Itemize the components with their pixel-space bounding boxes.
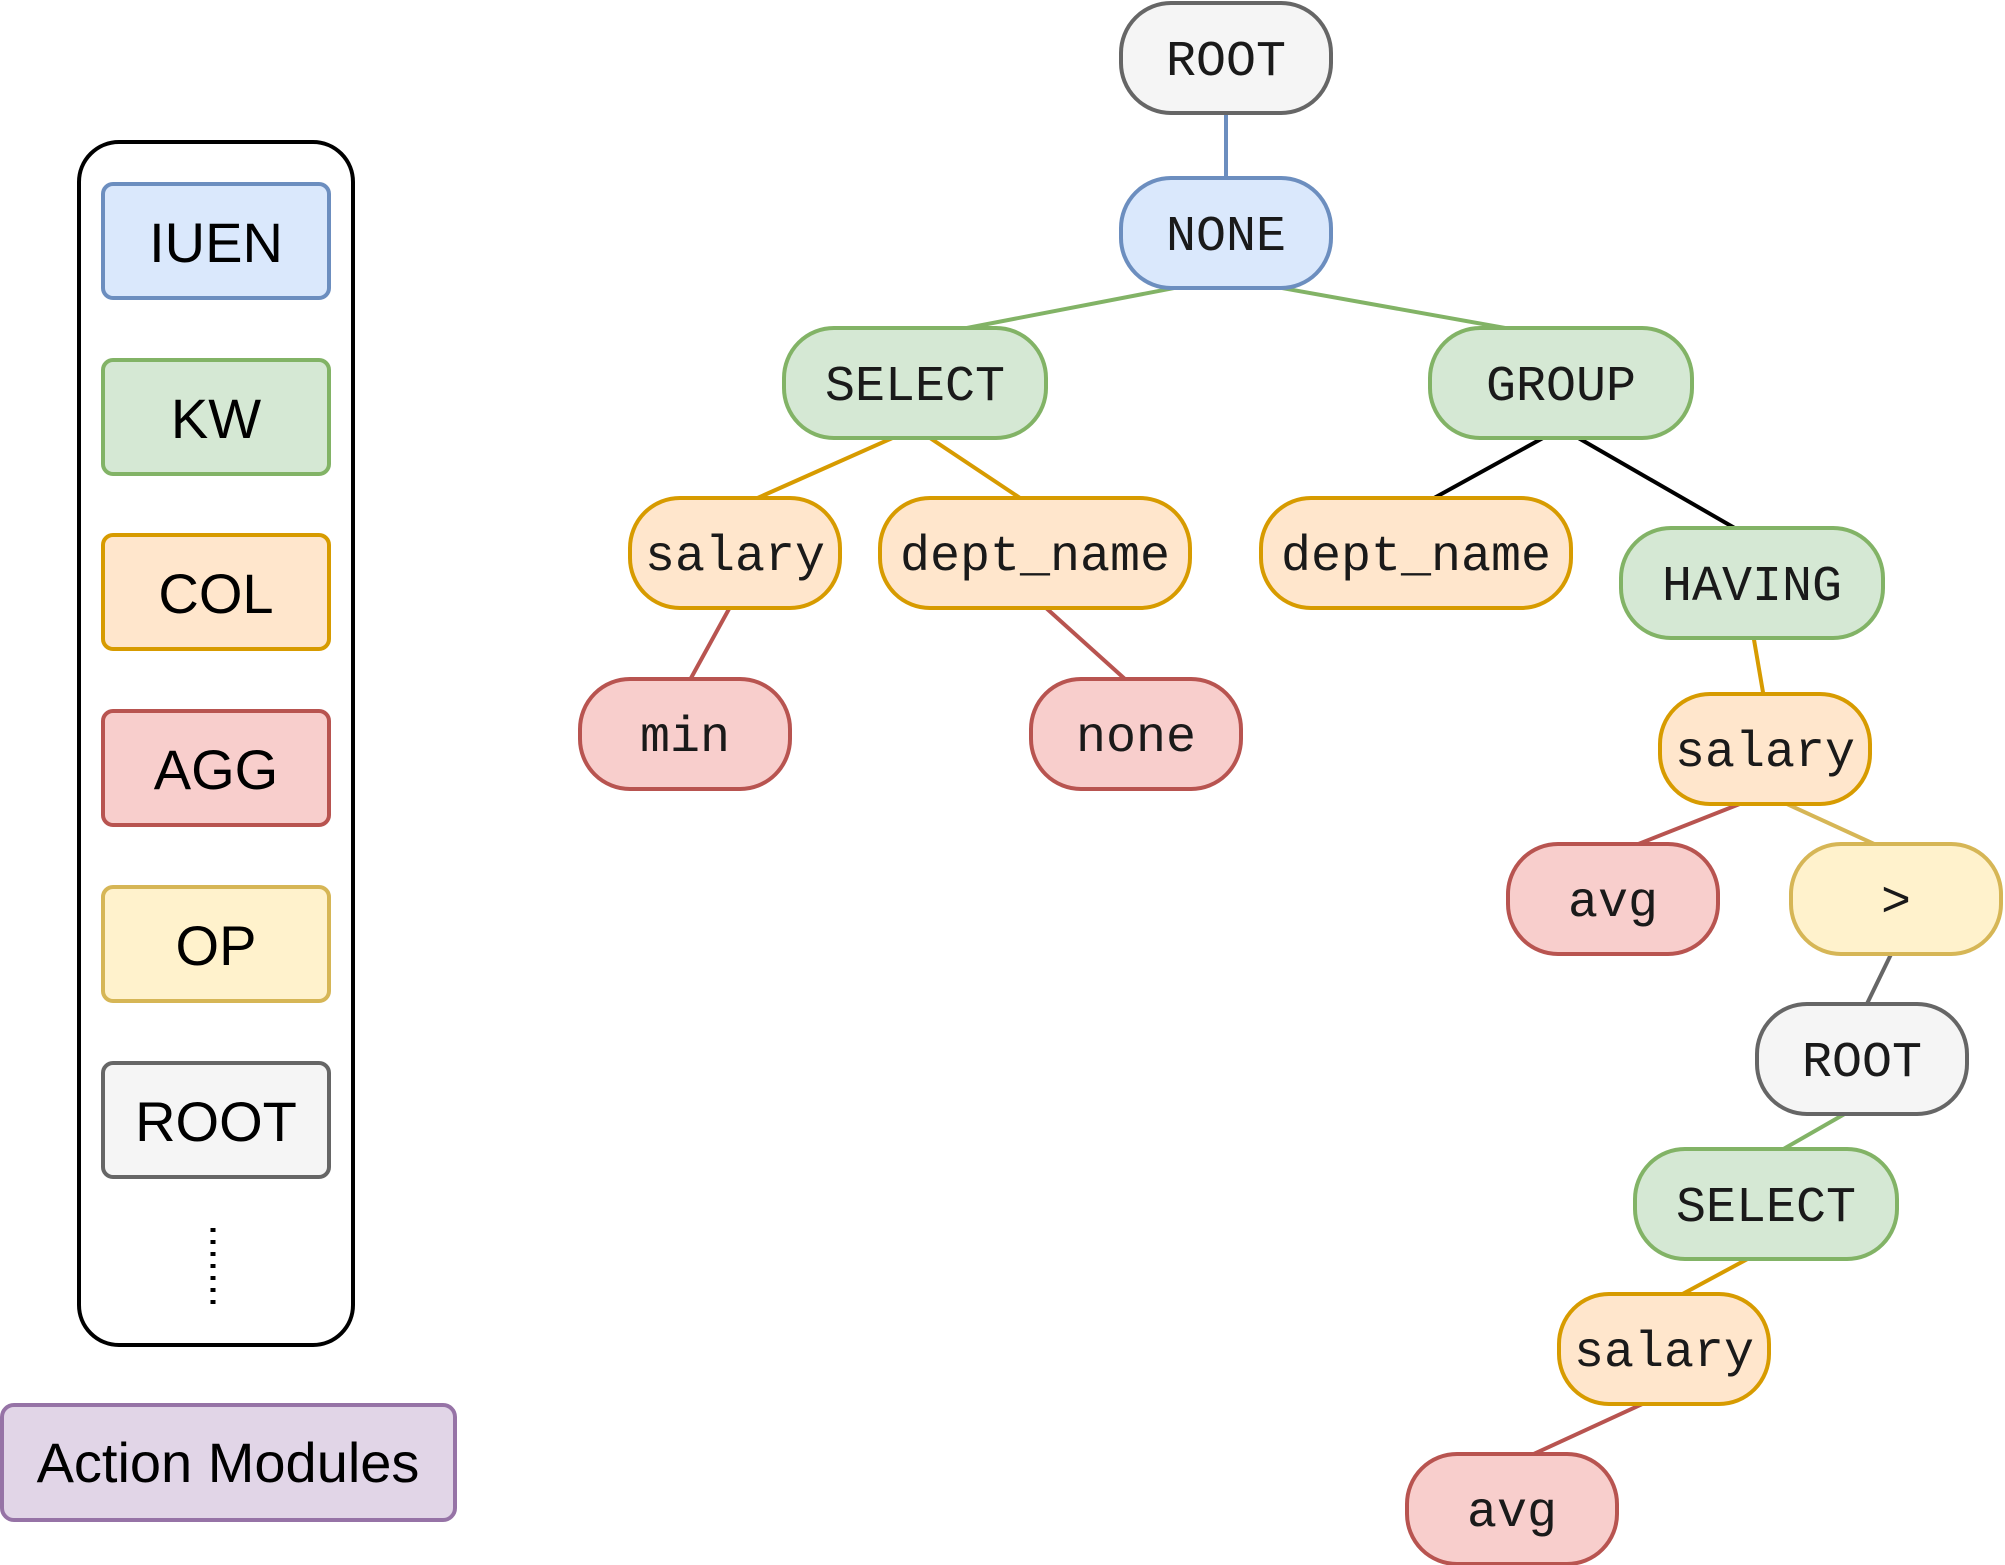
legend-item-iuen <box>101 182 331 300</box>
legend-item-label: IUEN <box>149 211 283 274</box>
tree-node-shape <box>1506 842 1720 956</box>
edge-having1-salary2 <box>1750 627 1767 705</box>
tree-node-salary1: salary <box>628 496 842 610</box>
tree-node-shape <box>1405 1452 1619 1565</box>
legend-item-label: ROOT <box>135 1090 297 1153</box>
tree-node-label: salary <box>1675 725 1855 782</box>
legend-caption-box <box>0 1403 457 1522</box>
tree-node-label: min <box>640 710 730 767</box>
edge-salary1-min1 <box>683 597 737 690</box>
tree-node-select1: SELECT <box>782 326 1048 440</box>
tree-node-group1: GROUP <box>1428 326 1694 440</box>
tree-node-select2: SELECT <box>1633 1147 1899 1261</box>
tree-node-shape <box>1619 526 1885 640</box>
tree-node-avg2: avg <box>1405 1452 1619 1565</box>
legend-item-label: KW <box>171 387 261 450</box>
legend-item-root <box>101 1061 331 1179</box>
legend-panel: IUEN KW COL AGG OP ROOT Action Modules <box>0 140 457 1522</box>
tree-node-having1: HAVING <box>1619 526 1885 640</box>
tree-node-shape <box>1557 1292 1771 1406</box>
edge-select1-salary1 <box>734 426 916 510</box>
tree-node-shape <box>1428 326 1694 440</box>
legend-item-agg <box>101 709 331 827</box>
tree-node-salary2: salary <box>1658 692 1872 806</box>
tree-node-root2: ROOT <box>1755 1002 1969 1116</box>
edge-group1-having1 <box>1560 426 1753 540</box>
tree-node-label: ROOT <box>1802 1035 1922 1092</box>
legend-item-op <box>101 885 331 1003</box>
tree-node-shape <box>1119 176 1333 290</box>
tree-node-none1: NONE <box>1119 176 1333 290</box>
legend-item-kw <box>101 358 331 476</box>
tree-node-label: avg <box>1467 1485 1557 1542</box>
tree-node-label: SELECT <box>1676 1180 1856 1237</box>
tree-node-shape <box>782 326 1048 440</box>
edge-dept1-none2 <box>1033 596 1138 691</box>
legend-item-col <box>101 533 331 651</box>
legend-item-label: COL <box>158 562 273 625</box>
tree-nodes: ROOT NONE SELECT GROUP salary dept_name dept_n… <box>578 1 2003 1565</box>
tree-node-shape <box>578 677 792 791</box>
tree-node-gt1: > <box>1789 842 2003 956</box>
tree-node-label: ROOT <box>1166 34 1286 91</box>
tree-node-label: > <box>1881 875 1911 932</box>
edge-group1-dept2 <box>1415 426 1562 510</box>
tree-node-root1: ROOT <box>1119 1 1333 115</box>
legend-caption: Action Modules <box>37 1431 420 1494</box>
tree-node-shape <box>1658 692 1872 806</box>
tree-node-shape <box>878 496 1192 610</box>
tree-node-shape <box>1755 1002 1969 1116</box>
tree-node-label: GROUP <box>1486 359 1636 416</box>
tree-node-shape <box>1119 1 1333 115</box>
tree-node-shape <box>1633 1147 1899 1261</box>
tree-node-dept2: dept_name <box>1259 496 1573 610</box>
tree-node-label: NONE <box>1166 209 1286 266</box>
tree-node-none2: none <box>1029 677 1243 791</box>
tree-node-salary3: salary <box>1557 1292 1771 1406</box>
tree-node-label: salary <box>1574 1325 1754 1382</box>
tree-node-label: HAVING <box>1662 559 1842 616</box>
tree-node-label: avg <box>1568 875 1658 932</box>
tree-node-label: SELECT <box>825 359 1005 416</box>
tree-node-min1: min <box>578 677 792 791</box>
legend-item-label: AGG <box>154 738 278 801</box>
tree-node-shape <box>1259 496 1573 610</box>
legend-item-label: OP <box>176 914 257 977</box>
tree-node-label: none <box>1076 710 1196 767</box>
tree-node-label: dept_name <box>1281 529 1551 586</box>
tree-node-label: dept_name <box>900 529 1170 586</box>
tree-node-shape <box>628 496 842 610</box>
tree-node-avg1: avg <box>1506 842 1720 956</box>
tree-node-shape <box>1789 842 2003 956</box>
tree-node-dept1: dept_name <box>878 496 1192 610</box>
edge-select1-dept1 <box>913 426 1037 510</box>
tree-node-label: salary <box>645 529 825 586</box>
tree-node-shape <box>1029 677 1243 791</box>
